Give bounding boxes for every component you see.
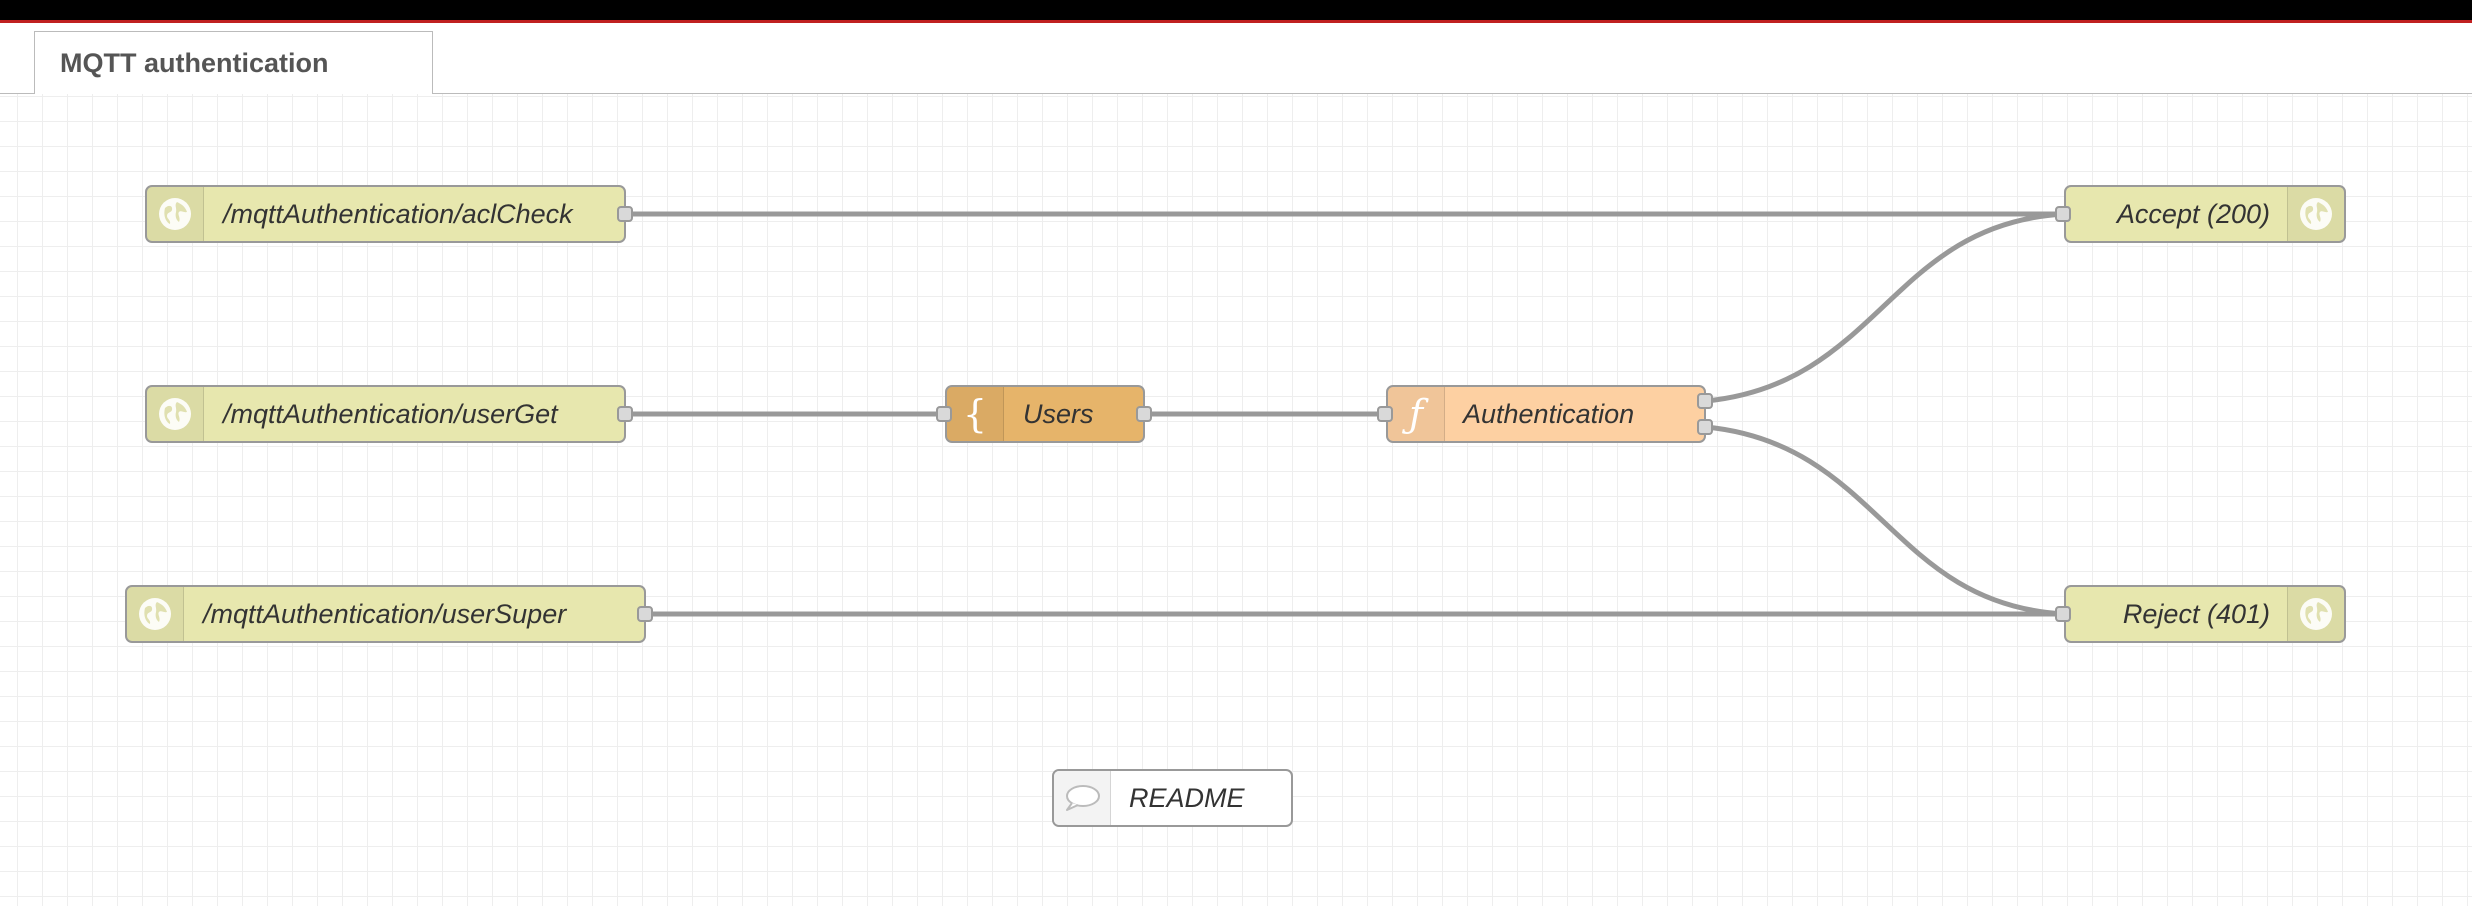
header-bar bbox=[0, 0, 2472, 23]
node-label: /mqttAuthentication/userGet bbox=[223, 399, 558, 429]
output-port[interactable] bbox=[617, 206, 633, 222]
input-port[interactable] bbox=[2055, 206, 2071, 222]
flow-workspace[interactable]: /mqttAuthentication/aclCheck /mqttAuthen… bbox=[0, 94, 2472, 906]
json-node-users[interactable]: { Users bbox=[945, 385, 1145, 443]
http-in-node-usersuper[interactable]: /mqttAuthentication/userSuper bbox=[125, 585, 646, 643]
node-label: /mqttAuthentication/aclCheck bbox=[223, 199, 573, 229]
globe-icon bbox=[147, 187, 204, 241]
wire-authentication-accept[interactable] bbox=[1705, 211, 2065, 404]
function-glyph: ƒ bbox=[1408, 392, 1424, 436]
node-label: Accept (200) bbox=[2116, 199, 2270, 229]
globe-icon bbox=[2287, 587, 2344, 641]
flow-wires bbox=[626, 211, 2065, 617]
json-brace-glyph: { bbox=[962, 392, 988, 436]
function-node-authentication[interactable]: ƒ Authentication bbox=[1386, 385, 1706, 443]
globe-icon bbox=[147, 387, 204, 441]
http-in-node-aclcheck[interactable]: /mqttAuthentication/aclCheck bbox=[145, 185, 626, 243]
output-port-2[interactable] bbox=[1697, 419, 1713, 435]
input-port[interactable] bbox=[2055, 606, 2071, 622]
node-label: Users bbox=[1023, 399, 1094, 429]
node-label: Reject (401) bbox=[2122, 599, 2270, 629]
function-icon: ƒ bbox=[1388, 387, 1445, 441]
json-brace-icon: { bbox=[947, 387, 1004, 441]
node-label: README bbox=[1129, 783, 1245, 813]
input-port[interactable] bbox=[1377, 406, 1393, 422]
comment-node-readme[interactable]: README bbox=[1052, 769, 1293, 827]
tab-mqtt-authentication[interactable]: MQTT authentication bbox=[34, 31, 433, 95]
globe-icon bbox=[2287, 187, 2344, 241]
http-response-node-accept[interactable]: Accept (200) bbox=[2064, 185, 2346, 243]
node-label: /mqttAuthentication/userSuper bbox=[203, 599, 567, 629]
output-port[interactable] bbox=[617, 406, 633, 422]
output-port[interactable] bbox=[1136, 406, 1152, 422]
http-in-node-userget[interactable]: /mqttAuthentication/userGet bbox=[145, 385, 626, 443]
speech-bubble-icon bbox=[1054, 771, 1111, 825]
http-response-node-reject[interactable]: Reject (401) bbox=[2064, 585, 2346, 643]
output-port[interactable] bbox=[637, 606, 653, 622]
globe-icon bbox=[127, 587, 184, 641]
input-port[interactable] bbox=[936, 406, 952, 422]
wire-authentication-reject[interactable] bbox=[1705, 424, 2065, 617]
tab-bar: MQTT authentication bbox=[0, 23, 2472, 95]
node-label: Authentication bbox=[1463, 399, 1635, 429]
output-port-1[interactable] bbox=[1697, 393, 1713, 409]
